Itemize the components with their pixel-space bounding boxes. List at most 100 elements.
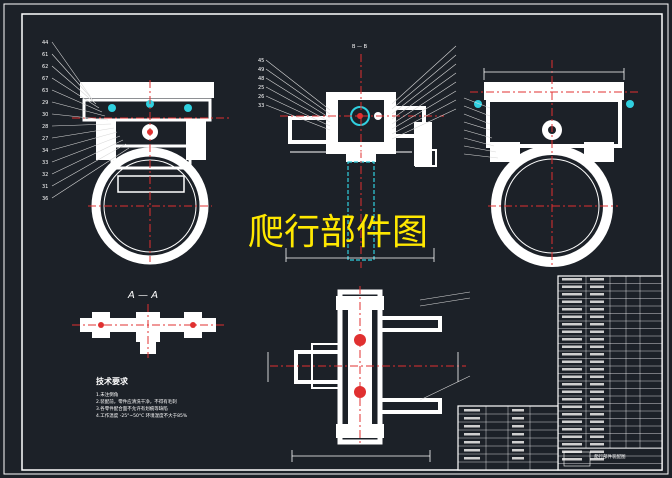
callout-label: 63	[42, 88, 48, 94]
parts-list-table	[557, 275, 663, 471]
leader-line	[391, 72, 457, 120]
bom-cell-text	[590, 278, 604, 281]
leader-line	[51, 53, 94, 101]
bom-cell-text	[590, 405, 604, 408]
callout-label: 30	[42, 112, 48, 118]
callout-label: 44	[42, 40, 48, 46]
bom-cell-text	[590, 285, 604, 288]
front-view	[72, 80, 230, 265]
callout-label: 34	[42, 148, 48, 154]
leader-line	[391, 63, 457, 115]
leader-line	[51, 77, 100, 109]
title-block-cell	[512, 449, 524, 452]
leader-line	[51, 135, 121, 163]
title-block-name: 爬行部件装配图	[594, 453, 626, 460]
bom-cell-text	[562, 398, 582, 401]
right-leaders	[463, 97, 499, 159]
callout-label: 32	[42, 172, 48, 178]
title-block-cell	[464, 457, 480, 460]
title-block-cell	[512, 417, 524, 420]
bom-cell-text	[590, 360, 604, 363]
callout-label: 45	[258, 58, 264, 64]
tech-requirements: 技术要求 1.未注倒角 2.装配前，零件应清洗干净，不得有毛刺 3.各零件配合面…	[96, 376, 188, 419]
title-block: 爬行部件装配图	[457, 405, 662, 471]
bom-cell-text	[590, 293, 604, 296]
callout-label: 27	[42, 136, 48, 142]
leader-line	[51, 131, 118, 151]
bom-cell-text	[590, 390, 604, 393]
bom-cell-text	[562, 338, 582, 341]
leader-line	[391, 108, 457, 140]
bom-cell-text	[562, 383, 582, 386]
bom-cell-text	[562, 300, 582, 303]
leader-line	[51, 143, 127, 187]
title-block-cell	[512, 441, 524, 444]
bom-cell-text	[562, 285, 582, 288]
title-block-cell	[464, 449, 480, 452]
leader-line	[51, 65, 97, 105]
section-aa-label: A — A	[127, 290, 158, 301]
leader-line	[51, 147, 130, 199]
bom-cell-text	[562, 315, 582, 318]
bom-cell-text	[562, 413, 582, 416]
bom-cell-text	[590, 398, 604, 401]
bom-cell-text	[562, 375, 582, 378]
bom-cell-text	[590, 330, 604, 333]
title-block-cell	[512, 425, 524, 428]
bom-cell-text	[590, 375, 604, 378]
callout-label: 26	[258, 94, 264, 100]
plan-view	[267, 286, 471, 462]
leader-line	[391, 54, 457, 110]
bom-cell-text	[590, 353, 604, 356]
overlay-title: 爬行部件图	[248, 212, 428, 253]
leader-line	[265, 95, 331, 127]
leader-line	[391, 81, 457, 125]
tech-req-line-4: 4.工作温度 -25°~50°C 环境湿度不大于85%	[96, 412, 188, 419]
section-aa-view	[72, 304, 226, 358]
leader-line	[51, 89, 103, 113]
leader-line	[51, 139, 124, 175]
bom-cell-text	[562, 353, 582, 356]
bom-cell-text	[590, 428, 604, 431]
bom-cell-text	[590, 383, 604, 386]
leader-line	[265, 77, 331, 119]
title-block-cell	[512, 457, 524, 460]
callout-label: 62	[42, 64, 48, 70]
bom-cell-text	[590, 458, 604, 461]
callout-label: 33	[42, 160, 48, 166]
tech-requirements-title: 技术要求	[96, 376, 129, 386]
leader-line	[265, 86, 331, 123]
leader-line	[265, 68, 331, 115]
callout-label: 36	[42, 196, 48, 202]
leader-line	[391, 45, 457, 105]
callout-label: 25	[258, 85, 264, 91]
title-block-cell	[464, 441, 480, 444]
bom-cell-text	[562, 278, 582, 281]
bom-cell-text	[562, 443, 582, 446]
bom-cell-text	[590, 435, 604, 438]
leader-line	[51, 113, 109, 121]
bom-cell-text	[562, 308, 582, 311]
tech-req-line-1: 1.未注倒角	[96, 391, 118, 398]
leader-line	[265, 104, 331, 131]
bom-cell-text	[590, 413, 604, 416]
side-view	[470, 60, 640, 268]
leader-line	[391, 90, 457, 130]
title-block-cell	[512, 409, 524, 412]
callout-label: 61	[42, 52, 48, 58]
bom-cell-text	[590, 368, 604, 371]
leader-line	[391, 99, 457, 135]
leader-line	[51, 101, 106, 117]
bom-cell-text	[562, 458, 582, 461]
bom-cell-text	[562, 345, 582, 348]
bom-cell-text	[590, 420, 604, 423]
bom-cell-text	[562, 428, 582, 431]
leader-line	[51, 127, 115, 139]
sheet-border	[3, 3, 669, 475]
title-block-cell	[464, 409, 480, 412]
title-block-cell	[464, 425, 480, 428]
